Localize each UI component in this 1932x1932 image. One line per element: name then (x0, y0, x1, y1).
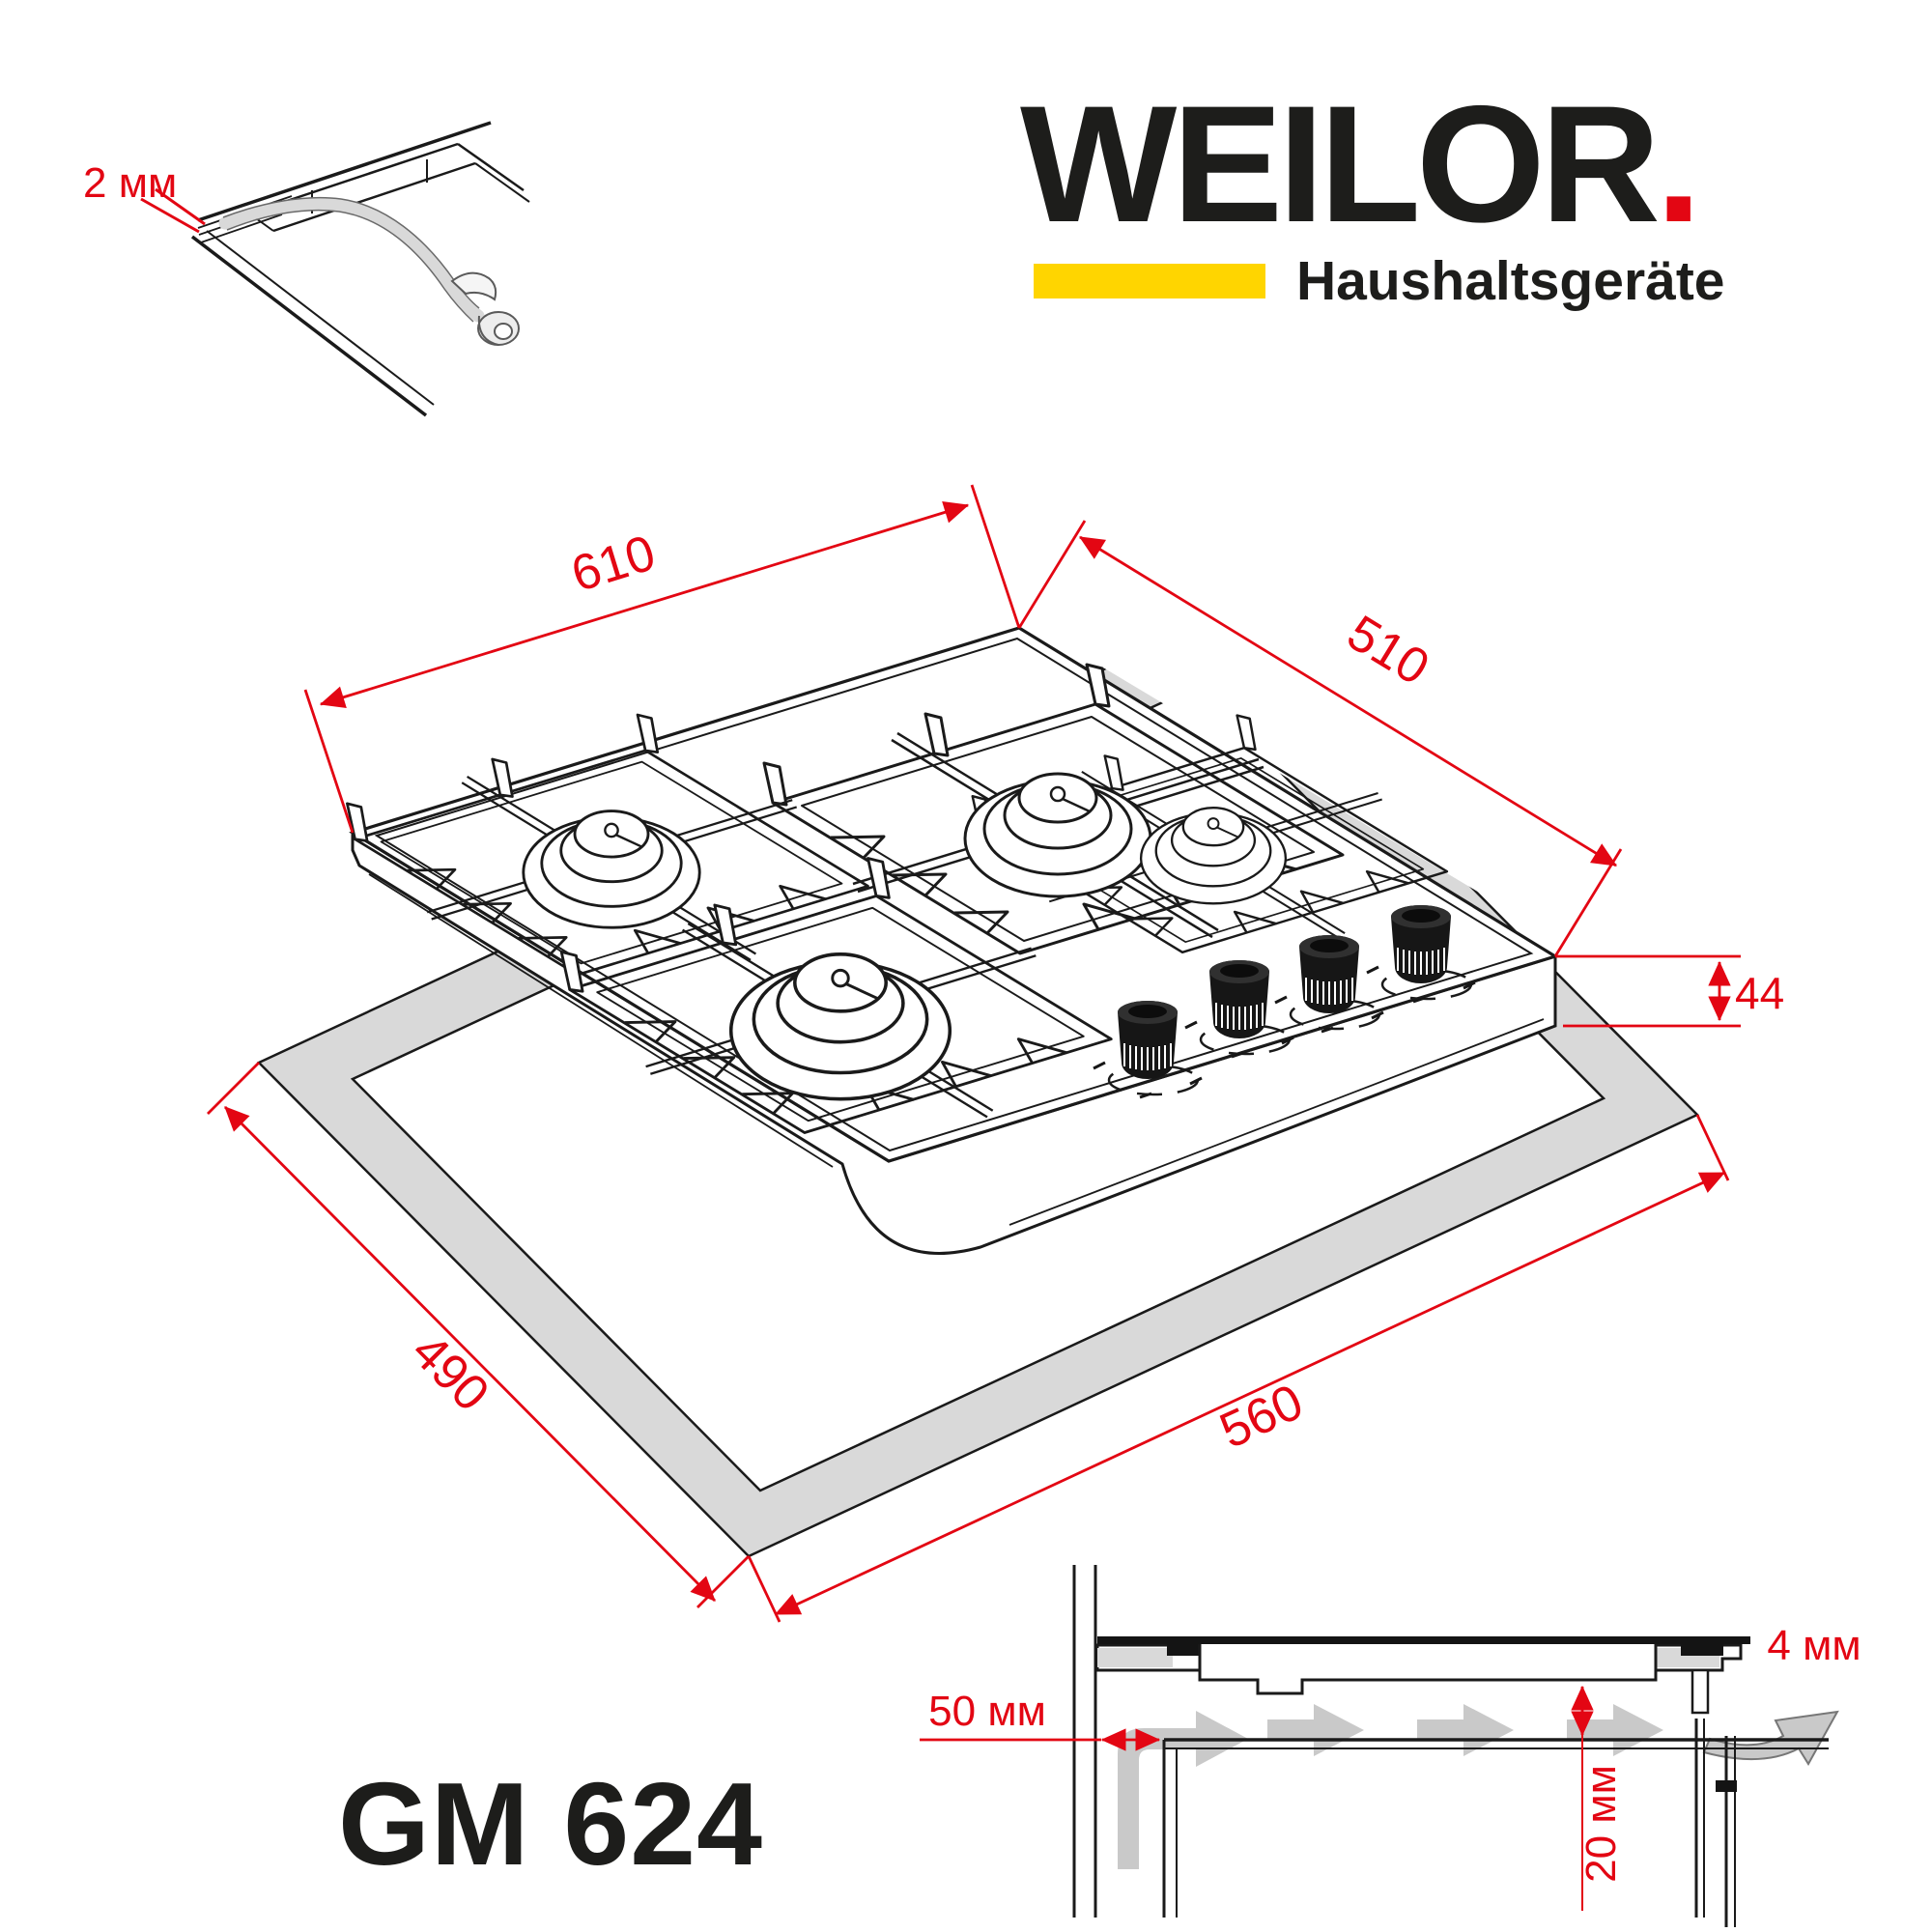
hob-height-label: 44 (1735, 968, 1784, 1018)
brand-wordmark: WEILOR. (1020, 81, 1870, 247)
installation-section-drawing: 50 мм 4 мм 20 мм (920, 1565, 1861, 1927)
dimension-510 (1017, 520, 1623, 957)
bottom-clearance-label: 20 мм (1577, 1765, 1625, 1883)
brand-name: WEILOR (1020, 71, 1661, 257)
dimension-560 (747, 1114, 1730, 1623)
vent-gap-label: 4 мм (1767, 1622, 1861, 1669)
edge-thickness-dimension: 2 мм (83, 159, 206, 234)
hinge (1716, 1780, 1737, 1792)
dimension-490 (207, 1062, 750, 1608)
brand-red-dot: . (1655, 71, 1702, 257)
cutout-width-label: 560 (1211, 1374, 1311, 1460)
brand-subline: Haushaltsgeräte (1020, 249, 1870, 313)
dimension-610 (303, 484, 1021, 834)
gasket-strip (218, 196, 520, 346)
brand-yellow-bar (1034, 264, 1265, 298)
edge-detail-drawing: 2 мм (83, 121, 530, 417)
cutout-depth-label: 490 (401, 1323, 499, 1422)
hob-isometric-drawing: 610 510 44 490 560 (207, 425, 1874, 1623)
side-clearance-label: 50 мм (928, 1688, 1046, 1735)
wall (1072, 1565, 1097, 1918)
brand-logo: WEILOR. Haushaltsgeräte (1020, 81, 1870, 313)
airflow-arrows (1118, 1704, 1839, 1869)
dimension-44 (1555, 954, 1741, 1028)
vent-exit-arrow (1702, 1710, 1839, 1766)
brand-subtitle: Haushaltsgeräte (1296, 250, 1725, 312)
edge-thickness-label: 2 мм (83, 159, 177, 207)
hob-section (1097, 1636, 1750, 1715)
model-name: GM 624 (338, 1758, 763, 1889)
cabinet (1162, 1719, 1829, 1927)
hob-width-label: 610 (565, 525, 662, 603)
